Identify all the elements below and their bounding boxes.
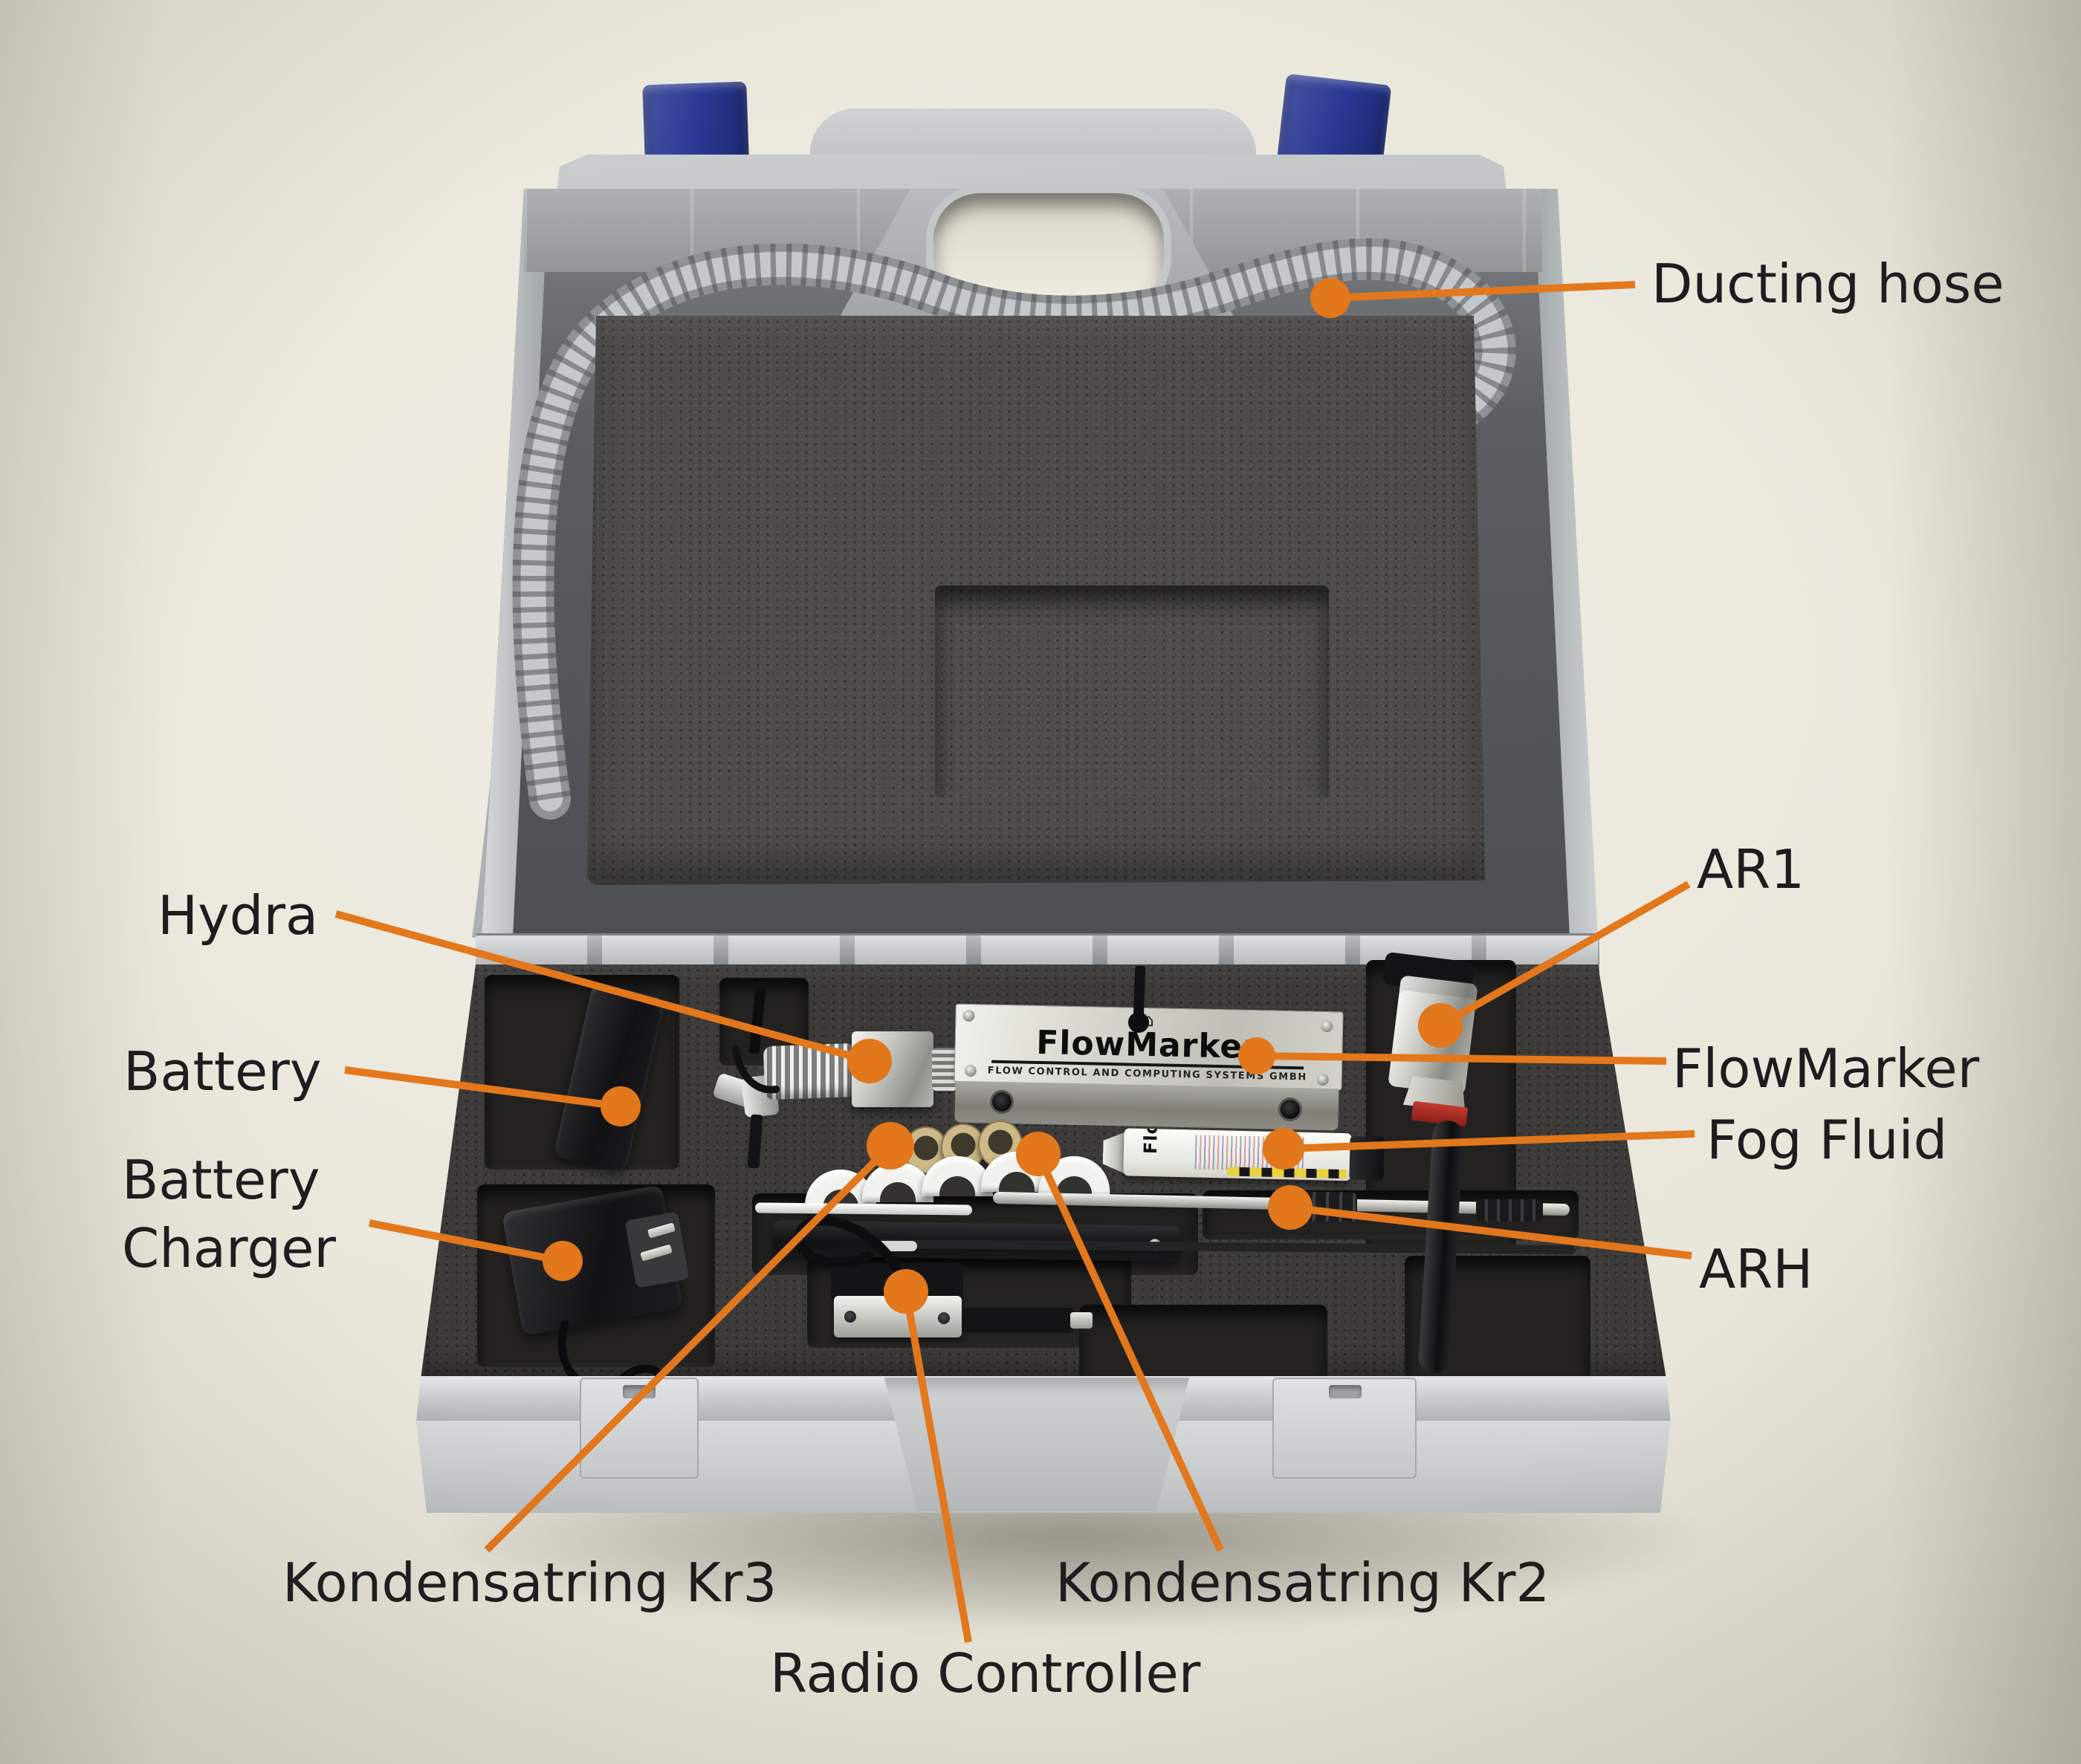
background-shade-right [1888, 0, 2081, 1764]
front-latch-slot [1329, 1385, 1362, 1398]
lid-foam-cutout [935, 586, 1329, 798]
background-shade-left [0, 0, 164, 1764]
label-arh: ARH [1699, 1238, 1813, 1300]
label-battery-charger: Battery Charger [122, 1149, 336, 1280]
label-battery: Battery [123, 1040, 322, 1103]
label-fog-fluid: Fog Fluid [1706, 1109, 1948, 1171]
hose-ribs [512, 238, 1516, 802]
hydra-coupling [932, 1048, 957, 1091]
label-kondensatring-kr3: Kondensatring Kr3 [282, 1551, 777, 1614]
foam-pin-knob [1128, 1012, 1149, 1033]
label-kondensatring-kr2: Kondensatring Kr2 [1055, 1551, 1550, 1614]
label-hydra: Hydra [158, 884, 319, 947]
label-flowmarker: FlowMarker [1672, 1037, 1980, 1100]
front-latch-tab-right [1272, 1378, 1417, 1479]
lid-foam-insert [587, 316, 1485, 885]
label-radio-controller: Radio Controller [770, 1642, 1201, 1705]
label-ar1: AR1 [1697, 838, 1805, 901]
label-ducting-hose: Ducting hose [1651, 253, 2004, 315]
